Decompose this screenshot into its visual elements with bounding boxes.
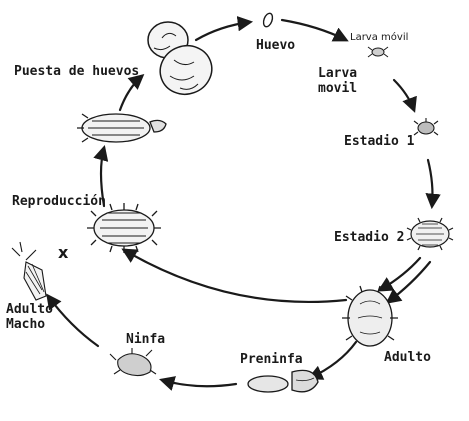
egg-laying-scale-icon bbox=[77, 113, 167, 143]
arrow-estadio2-to-adulto-b bbox=[385, 260, 432, 304]
arrow-preninfa-to-ninfa bbox=[159, 376, 238, 391]
label-larva-movil: Larva movil bbox=[318, 66, 358, 96]
adult-female-scale-icon bbox=[342, 285, 398, 347]
arrow-eggs-to-huevo bbox=[194, 15, 254, 42]
adult-male-icon bbox=[11, 241, 47, 301]
egg-icon bbox=[262, 12, 274, 28]
arrow-reproduccion-to-puesta bbox=[93, 145, 109, 208]
stage2-scale-icon bbox=[406, 217, 454, 251]
arrow-adulto-to-preninfa bbox=[307, 340, 358, 380]
label-ninfa: Ninfa bbox=[126, 332, 166, 347]
cross-mark: x bbox=[58, 243, 69, 262]
egg-cluster-icon bbox=[147, 21, 213, 95]
arrow-adulto-to-reproduccion bbox=[121, 248, 348, 303]
arrow-estadio2-to-adulto-a bbox=[377, 256, 422, 292]
arrow-larva-to-estadio1 bbox=[392, 78, 417, 113]
label-reproduccion: Reproducción bbox=[12, 194, 106, 209]
label-adulto-macho: Adulto Macho bbox=[6, 302, 53, 332]
prenymph-icon bbox=[247, 369, 319, 393]
arrow-puesta-to-eggs bbox=[118, 73, 145, 112]
stage1-scale-icon bbox=[413, 118, 439, 136]
label-adulto: Adulto bbox=[384, 350, 431, 365]
label-huevo: Huevo bbox=[256, 38, 296, 53]
label-estadio-2: Estadio 2 bbox=[334, 230, 405, 245]
nymph-icon bbox=[109, 348, 157, 377]
label-preninfa: Preninfa bbox=[240, 352, 303, 367]
arrow-huevo-to-larva bbox=[280, 18, 349, 42]
label-larva-movil-small: Larva móvil bbox=[350, 32, 409, 43]
reproduction-scale-icon bbox=[87, 203, 161, 253]
label-estadio-1: Estadio 1 bbox=[344, 134, 415, 149]
label-puesta-de-huevos: Puesta de huevos bbox=[14, 64, 140, 79]
cycle-arrows bbox=[46, 15, 441, 391]
arrow-ninfa-to-macho bbox=[46, 293, 100, 348]
arrow-estadio1-to-estadio2 bbox=[425, 158, 441, 210]
mobile-larva-icon bbox=[367, 46, 389, 58]
